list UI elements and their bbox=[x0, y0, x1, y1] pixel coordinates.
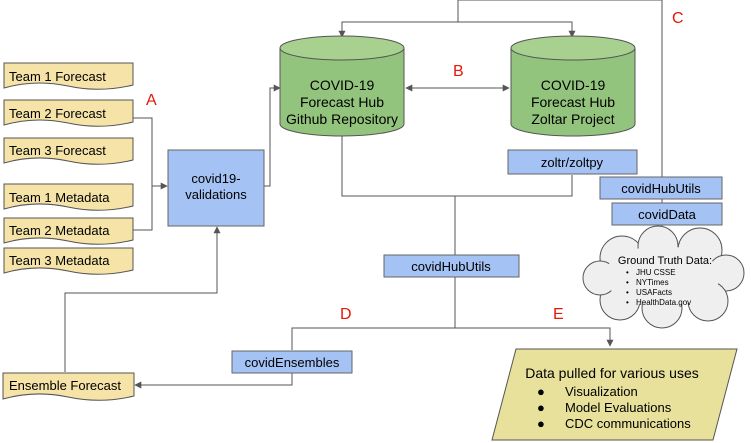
ensembles-label: covidEnsembles bbox=[245, 355, 340, 370]
uses-bullet: ● bbox=[537, 384, 545, 399]
edge-d-branch bbox=[291, 327, 455, 350]
edge-team2-forecast bbox=[133, 117, 153, 186]
ground-truth-item: USAFacts bbox=[636, 288, 672, 297]
coviddata-label: covidData bbox=[638, 207, 697, 222]
marker-b: B bbox=[453, 63, 464, 80]
marker-a: A bbox=[146, 92, 157, 109]
uses-item: CDC communications bbox=[565, 416, 691, 431]
validations-line1: covid19- bbox=[191, 171, 240, 186]
edge-ensembles-to-forecast bbox=[134, 373, 293, 389]
zoltar-line3: Zoltar Project bbox=[531, 111, 614, 127]
team1-forecast-doc: Team 1 Forecast bbox=[3, 62, 134, 90]
team2-metadata-label: Team 2 Metadata bbox=[9, 223, 110, 238]
team1-metadata-doc: Team 1 Metadata bbox=[3, 183, 134, 211]
ensemble-forecast-label: Ensemble Forecast bbox=[9, 378, 121, 393]
zoltar-project-cylinder: COVID-19 Forecast Hub Zoltar Project bbox=[510, 35, 636, 137]
hubutils-center-label: covidHubUtils bbox=[411, 259, 491, 274]
hubutils-right-label: covidHubUtils bbox=[621, 181, 701, 196]
hubutils-center-box: covidHubUtils bbox=[383, 254, 520, 278]
marker-d: D bbox=[340, 306, 352, 323]
ensembles-box: covidEnsembles bbox=[231, 350, 353, 374]
team-documents: Team 1 Forecast Team 2 Forecast Team 3 F… bbox=[3, 62, 134, 275]
team3-metadata-label: Team 3 Metadata bbox=[9, 253, 110, 268]
edge-top-loop bbox=[338, 21, 576, 38]
ensemble-forecast-doc: Ensemble Forecast bbox=[2, 372, 135, 401]
validations-box: covid19- validations bbox=[167, 149, 265, 227]
team3-metadata-doc: Team 3 Metadata bbox=[3, 247, 134, 275]
uses-bullet: ● bbox=[537, 416, 545, 431]
team2-forecast-doc: Team 2 Forecast bbox=[3, 99, 134, 127]
uses-parallelogram: Data pulled for various uses ● Visualiza… bbox=[491, 348, 738, 441]
ground-truth-cloud: Ground Truth Data: • JHU CSSE • NYTimes … bbox=[582, 225, 745, 329]
github-line2: Forecast Hub bbox=[300, 94, 384, 110]
marker-c: C bbox=[672, 10, 684, 27]
validations-line2: validations bbox=[185, 187, 247, 202]
team3-forecast-label: Team 3 Forecast bbox=[9, 143, 106, 158]
ground-truth-title: Ground Truth Data: bbox=[618, 255, 712, 267]
ground-truth-bullet: • bbox=[626, 268, 629, 277]
zoltar-line2: Forecast Hub bbox=[531, 94, 615, 110]
edge-ensemble-feedback bbox=[64, 226, 221, 372]
ground-truth-bullet: • bbox=[626, 288, 629, 297]
edge-team2-metadata bbox=[133, 186, 153, 231]
coviddata-box: covidData bbox=[611, 202, 723, 226]
edge-e-branch bbox=[455, 327, 614, 347]
ground-truth-bullet: • bbox=[626, 298, 629, 307]
team1-metadata-label: Team 1 Metadata bbox=[9, 190, 110, 205]
edge-validations-to-github bbox=[264, 84, 281, 187]
github-line1: COVID-19 bbox=[310, 77, 375, 93]
github-line3: Github Repository bbox=[286, 111, 398, 127]
uses-item: Visualization bbox=[565, 384, 638, 399]
marker-e: E bbox=[553, 306, 564, 323]
cloud-center bbox=[604, 246, 720, 306]
uses-title: Data pulled for various uses bbox=[525, 365, 699, 381]
team2-forecast-label: Team 2 Forecast bbox=[9, 106, 106, 121]
uses-bullet: ● bbox=[537, 400, 545, 415]
edge-c-source bbox=[457, 0, 663, 244]
zoltpy-label: zoltr/zoltpy bbox=[541, 155, 604, 170]
team2-metadata-doc: Team 2 Metadata bbox=[3, 217, 134, 245]
connectors bbox=[64, 0, 663, 389]
zoltar-line1: COVID-19 bbox=[541, 77, 606, 93]
ground-truth-item: HealthData.gov bbox=[636, 298, 691, 307]
hubutils-right-box: covidHubUtils bbox=[599, 176, 723, 200]
ground-truth-item: JHU CSSE bbox=[636, 268, 676, 277]
uses-item: Model Evaluations bbox=[565, 400, 672, 415]
zoltpy-box: zoltr/zoltpy bbox=[507, 149, 638, 175]
team3-forecast-doc: Team 3 Forecast bbox=[3, 137, 134, 165]
ground-truth-bullet: • bbox=[626, 278, 629, 287]
edge-github-down bbox=[341, 132, 573, 197]
ground-truth-item: NYTimes bbox=[636, 278, 669, 287]
github-repository-cylinder: COVID-19 Forecast Hub Github Repository bbox=[279, 35, 405, 137]
team1-forecast-label: Team 1 Forecast bbox=[9, 69, 106, 84]
